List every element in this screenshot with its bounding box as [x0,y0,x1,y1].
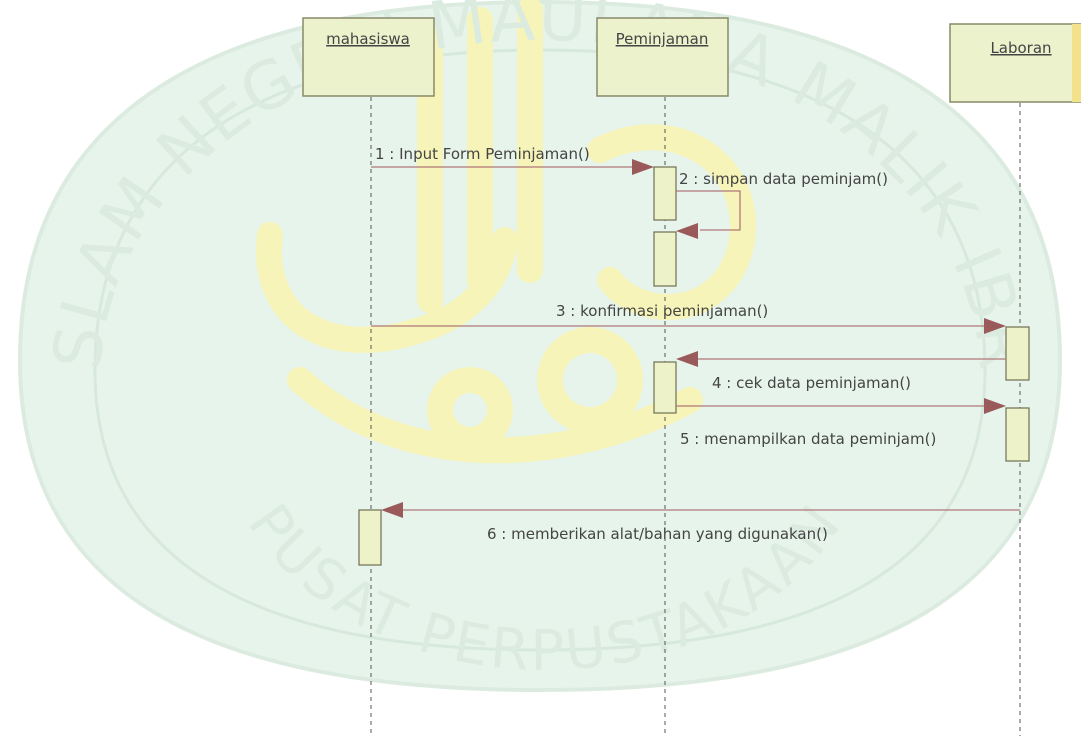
activation-bar [654,232,676,286]
message-label-5: 5 : menampilkan data peminjam() [680,430,936,448]
actor-peminjaman: Peminjaman [597,18,728,96]
actor-laboran: Laboran [950,24,1081,102]
activation-bar [654,362,676,413]
activation-bar [359,510,381,565]
activation-bar [1006,408,1029,461]
actor-box-edge [1072,24,1081,102]
activation-bar [654,167,676,220]
actor-mahasiswa: mahasiswa [303,18,434,96]
message-label-1: 1 : Input Form Peminjaman() [375,145,590,163]
actor-label-peminjaman: Peminjaman [616,30,709,48]
actor-label-mahasiswa: mahasiswa [326,30,410,48]
message-label-3: 3 : konfirmasi peminjaman() [556,302,768,320]
activation-bar [1006,327,1029,380]
message-label-6: 6 : memberikan alat/bahan yang digunakan… [487,525,828,543]
message-label-4: 4 : cek data peminjaman() [712,374,911,392]
message-label-2: 2 : simpan data peminjam() [679,170,888,188]
actor-label-laboran: Laboran [990,39,1051,57]
watermark: UNIVERSITAS ISLAM NEGERI MAULANA MALIK I… [0,0,1060,690]
actor-box [950,24,1081,102]
